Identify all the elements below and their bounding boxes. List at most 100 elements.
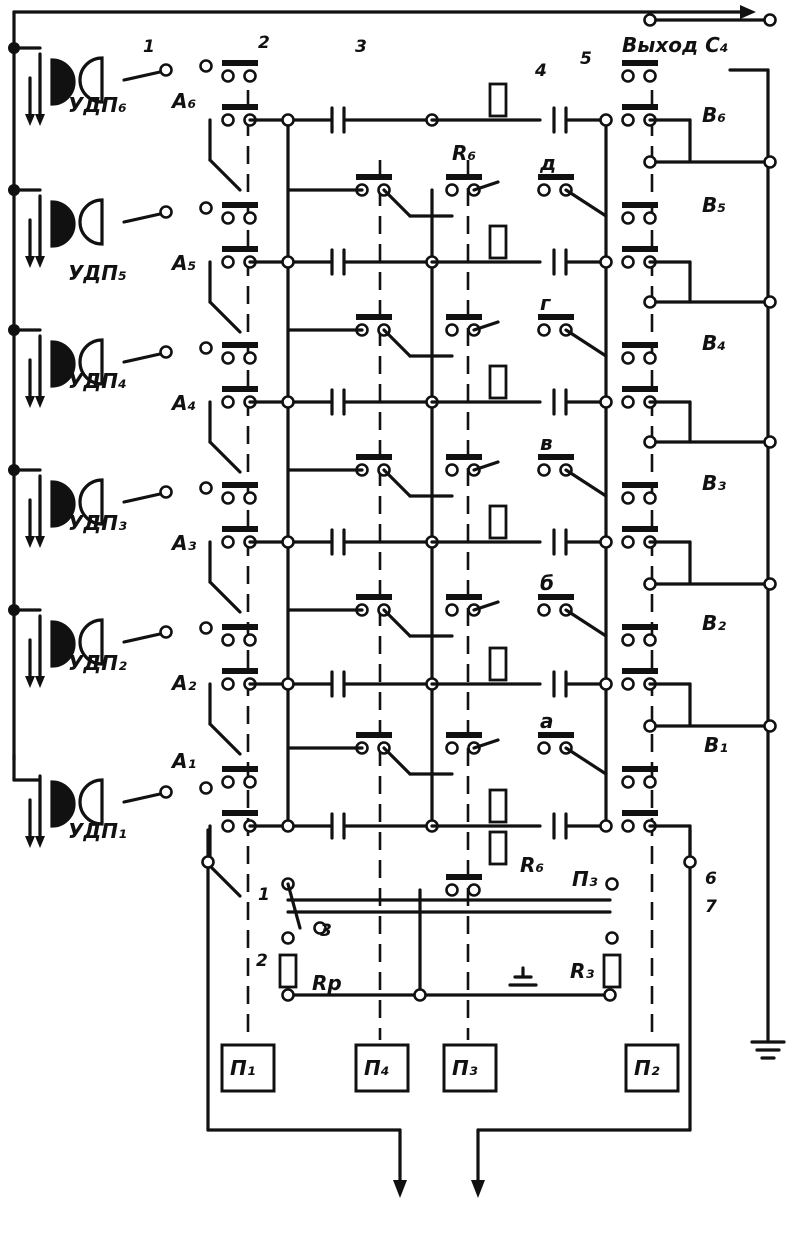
- detector-3-photo-element: [50, 480, 76, 528]
- box-label-p2: П₂: [634, 1056, 660, 1080]
- mid-row-2-switch-right-contact-bar: [538, 314, 574, 320]
- row-letter-v: в: [540, 431, 553, 455]
- row-5-a-upper-switch-terminal: [221, 211, 235, 225]
- b-label-4: B₄: [702, 331, 726, 355]
- row-6-b-switch-contact-bar: [622, 104, 658, 110]
- box-label-p4: П₄: [364, 1056, 390, 1080]
- row-3-b-upper-switch-terminal: [643, 491, 657, 505]
- detector-6-terminal-b: [199, 59, 213, 73]
- mid-row-5-switch-right-terminal: [537, 741, 551, 755]
- mid-row-2-lead: [382, 328, 412, 358]
- row-1-node-right: [599, 819, 613, 833]
- row-5-a-node: [281, 255, 295, 269]
- row-1-a-switch-contact-bar: [222, 810, 258, 816]
- mid-row-4-switch-left-contact-bar: [356, 594, 392, 600]
- detector-label-6: УДП₆: [68, 93, 127, 117]
- detector-2-arrow: [25, 676, 35, 688]
- mid-row-3-lead: [472, 460, 500, 472]
- selector-arm: [286, 882, 302, 930]
- resistor-bottom: [488, 830, 508, 866]
- detector-1-photo-element: [50, 780, 76, 828]
- detector-4-photo-element: [50, 340, 76, 388]
- a-label-5: A₅: [170, 251, 196, 275]
- detector-1-output-lead: [122, 792, 162, 804]
- mid-row-3-switch-right-contact-bar: [538, 454, 574, 460]
- row-letter-d: д: [539, 151, 556, 175]
- detector-3-arrow: [25, 536, 35, 548]
- row-1-b-upper-switch-terminal: [643, 775, 657, 789]
- b-label-1: B₁: [704, 733, 728, 757]
- row-6-b-upper-switch-contact-bar: [622, 60, 658, 66]
- row-5-a-upper-switch-contact-bar: [222, 202, 258, 208]
- detector-2-terminal-a: [159, 625, 173, 639]
- bottom-switch-terminal: [467, 883, 481, 897]
- box-label-p1: П₁: [230, 1056, 256, 1080]
- detector-1-terminal-b: [199, 781, 213, 795]
- row-1-a-upper-switch-terminal: [221, 775, 235, 789]
- detector-5-terminal-a: [159, 205, 173, 219]
- row-1-a-upper-switch-contact-bar: [222, 766, 258, 772]
- mid-row-3-switch-center-terminal: [445, 463, 459, 477]
- row-6-a-upper-switch-terminal: [243, 69, 257, 83]
- a-label-1: A₁: [170, 749, 196, 773]
- resistor-rz: [602, 953, 622, 989]
- row-4-b-switch-terminal: [621, 395, 635, 409]
- row-2-resistor: [488, 646, 508, 682]
- row-3-a-node: [281, 535, 295, 549]
- row-2-b-switch-terminal: [621, 677, 635, 691]
- mid-row-4-switch-center-contact-bar: [446, 594, 482, 600]
- row-2-out-node: [763, 577, 777, 591]
- mid-row-4-switch-center-terminal: [445, 603, 459, 617]
- bottom-switch-terminal: [445, 883, 459, 897]
- row-2-a-upper-switch-terminal: [243, 633, 257, 647]
- mid-row-5-switch-center-contact-bar: [446, 732, 482, 738]
- callout-2: 2: [258, 33, 270, 53]
- row-2-a-node: [281, 677, 295, 691]
- detector-label-4: УДП₄: [68, 369, 127, 393]
- row-3-b-switch-terminal: [621, 535, 635, 549]
- row-1-b-terminal: [643, 719, 657, 733]
- resistor-label-bottom: R₆: [520, 853, 544, 877]
- switch-pos-2: 2: [256, 951, 268, 971]
- row-3-out-node: [763, 435, 777, 449]
- callout-7: 7: [705, 897, 717, 917]
- mid-row-4-lead: [382, 608, 412, 638]
- row-3-b-terminal: [643, 435, 657, 449]
- box-p4: [354, 1043, 410, 1093]
- row-1-a-upper-switch-terminal: [243, 775, 257, 789]
- row-4-a-upper-switch-terminal: [221, 351, 235, 365]
- row-5-b-upper-switch-terminal: [643, 211, 657, 225]
- switch-pos-3: 3: [320, 921, 332, 941]
- mid-row-5-switch-left-contact-bar: [356, 732, 392, 738]
- mid-row-3-switch-center-contact-bar: [446, 454, 482, 460]
- row-3-a-upper-switch-contact-bar: [222, 482, 258, 488]
- callout-6: 6: [705, 869, 717, 889]
- bus-node-right: [603, 988, 617, 1002]
- row-4-b-upper-switch-terminal: [643, 351, 657, 365]
- row-1-b-switch-contact-bar: [622, 810, 658, 816]
- detector-6-output-lead: [122, 70, 162, 82]
- detector-4-arrow: [35, 396, 45, 408]
- detector-5-output-lead: [122, 212, 162, 224]
- row-2-a-switch-terminal: [221, 677, 235, 691]
- row-1-a-switch-terminal: [221, 819, 235, 833]
- row-5-b-switch-terminal: [621, 255, 635, 269]
- row-5-a-switch-contact-bar: [222, 246, 258, 252]
- row-6-b-upper-switch-terminal: [643, 69, 657, 83]
- a-label-6: A₆: [170, 89, 196, 113]
- generated-elements: [8, 13, 777, 1002]
- row-6-a-node: [281, 113, 295, 127]
- row-5-b-switch-contact-bar: [622, 246, 658, 252]
- row-5-node-right: [599, 255, 613, 269]
- mid-row-2-lead: [472, 320, 500, 332]
- detector-2-terminal-b: [199, 621, 213, 635]
- row-4-a-upper-switch-contact-bar: [222, 342, 258, 348]
- row-6-resistor: [488, 82, 508, 118]
- row-2-a-switch-contact-bar: [222, 668, 258, 674]
- row-5-b-terminal: [643, 155, 657, 169]
- mid-row-1-lead: [382, 188, 412, 218]
- row-4-b-switch-contact-bar: [622, 386, 658, 392]
- wiring: [12, 5, 786, 1198]
- row-4-a-upper-switch-terminal: [243, 351, 257, 365]
- row-3-b-upper-switch-contact-bar: [622, 482, 658, 488]
